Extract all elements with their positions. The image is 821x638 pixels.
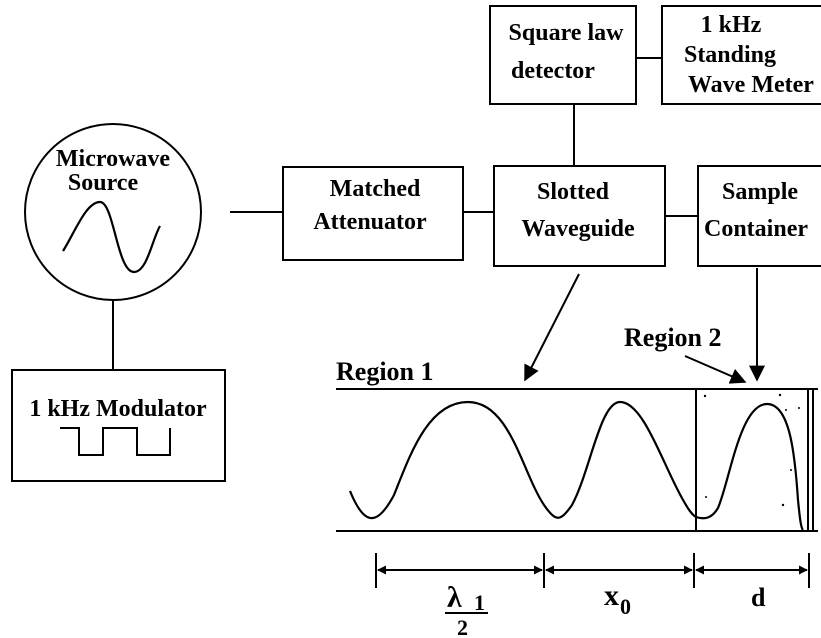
square-law-detector-line1: Square law: [509, 20, 625, 46]
square-law-detector: Square law detector: [489, 5, 637, 105]
standing-wave-meter-line2: Standing: [684, 42, 776, 68]
modulator: 1 kHz Modulator: [11, 369, 226, 482]
sample-container-line1: Sample: [722, 179, 798, 205]
standing-wave-meter-line1: 1 kHz: [701, 12, 762, 38]
slotted-waveguide: Slotted Waveguide: [493, 165, 666, 267]
arrow-waveguide-to-plot: [524, 273, 580, 382]
region2-label: Region 2: [624, 323, 722, 352]
microwave-source-line2: Source: [68, 170, 139, 196]
matched-attenuator-line1: Matched: [330, 176, 421, 202]
region1-label: Region 1: [336, 357, 434, 386]
sample-container-box: [697, 165, 821, 267]
square-law-detector-box: [489, 5, 637, 105]
matched-attenuator: Matched Attenuator: [282, 166, 464, 261]
sine-wave-icon: [62, 200, 161, 274]
standing-wave-plot: Region 1 Region 2: [336, 323, 818, 532]
slotted-waveguide-box: [493, 165, 666, 267]
sample-container: Sample Container: [697, 165, 821, 267]
speckle-dot: [703, 394, 707, 398]
matched-attenuator-box: [282, 166, 464, 261]
square-law-detector-line2: detector: [511, 58, 595, 84]
d-label: d: [751, 583, 766, 612]
speckle-dot: [790, 469, 792, 471]
x-symbol: x: [604, 579, 619, 612]
microwave-source-line1: Microwave: [56, 146, 171, 172]
microwave-source: Microwave Source: [24, 123, 202, 301]
matched-attenuator-line2: Attenuator: [313, 209, 427, 235]
speckle-dot: [785, 409, 787, 411]
standing-wave-meter: 1 kHz Standing Wave Meter: [661, 5, 821, 105]
speckle-dot: [778, 393, 782, 397]
lambda-subscript: 1: [474, 590, 485, 615]
region2-wave: [695, 402, 804, 531]
speckle-dot: [781, 503, 785, 507]
slotted-waveguide-line1: Slotted: [537, 179, 610, 205]
speckle-dot: [798, 407, 800, 409]
region1-wave: [348, 400, 697, 520]
lambda-denominator: 2: [457, 615, 468, 638]
standing-wave-meter-box: [661, 5, 821, 105]
arrow-region2-label: [684, 355, 747, 384]
lambda-symbol: λ: [447, 581, 462, 614]
modulator-label: 1 kHz Modulator: [29, 396, 207, 422]
x-subscript: 0: [620, 594, 631, 619]
square-wave-icon: [60, 427, 171, 456]
microwave-source-circle: [24, 123, 202, 301]
sample-container-line2: Container: [704, 216, 808, 242]
slotted-waveguide-line2: Waveguide: [521, 216, 635, 242]
standing-wave-meter-line3: Wave Meter: [688, 72, 814, 98]
modulator-box: [11, 369, 226, 482]
dimensions: λ 1 2 x 0 d: [375, 553, 810, 638]
speckle-dot: [705, 496, 707, 498]
